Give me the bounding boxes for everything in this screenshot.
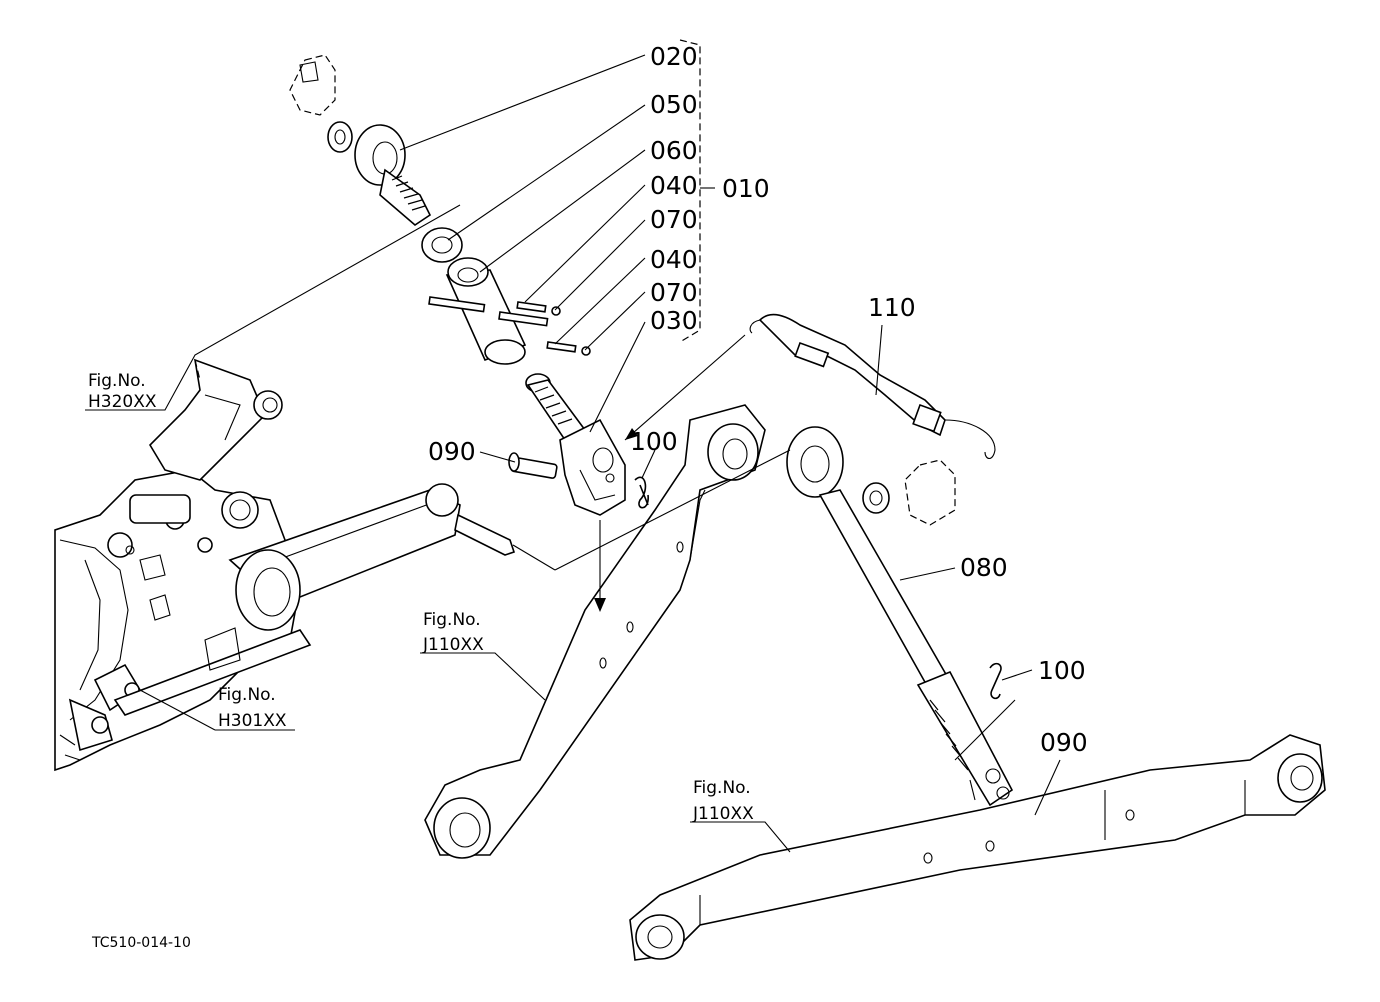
rear-housing-drawing (54, 469, 301, 772)
snap-pin-100-upper (634, 476, 649, 509)
fig-ref-j110-upper-line2: J110XX (422, 635, 484, 655)
callout-090-upper: 090 (428, 437, 476, 466)
fig-ref-h301-line1: Fig.No. (218, 685, 276, 705)
callout-040-first: 040 (650, 171, 698, 200)
callout-110: 110 (868, 293, 916, 322)
cable-arrow (624, 334, 746, 441)
callout-010: 010 (722, 174, 770, 203)
lift-rod-080 (786, 426, 1014, 807)
fig-ref-h320-line1: Fig.No. (88, 371, 146, 391)
callout-020: 020 (650, 42, 698, 71)
callout-070-first: 070 (650, 205, 698, 234)
fig-ref-j110-lower-line2: J110XX (692, 804, 754, 824)
callout-030: 030 (650, 306, 698, 335)
callout-100-upper: 100 (630, 427, 678, 456)
fig-ref-j110-upper-line1: Fig.No. (423, 610, 481, 630)
callout-040-second: 040 (650, 245, 698, 274)
lower-link-arm-left (113, 483, 516, 716)
lower-link-right (629, 734, 1326, 961)
top-link-assembly (289, 54, 626, 516)
lower-link-left (424, 404, 766, 859)
callout-070-second: 070 (650, 278, 698, 307)
leader-lines (85, 54, 1061, 853)
check-chain-110 (749, 313, 996, 460)
fig-ref-h301-line2: H301XX (218, 711, 287, 731)
callout-050: 050 (650, 90, 698, 119)
callout-080: 080 (960, 553, 1008, 582)
callout-060: 060 (650, 136, 698, 165)
fig-ref-h320-line2: H320XX (88, 392, 157, 412)
snap-pin-100-lower (989, 662, 1002, 700)
drawing-code: TC510-014-10 (91, 935, 191, 951)
top-link-bracket (148, 358, 283, 481)
callout-100-lower: 100 (1038, 656, 1086, 685)
callout-090-lower: 090 (1040, 728, 1088, 757)
fig-ref-j110-lower-line1: Fig.No. (693, 778, 751, 798)
pin-090-upper (508, 452, 558, 479)
